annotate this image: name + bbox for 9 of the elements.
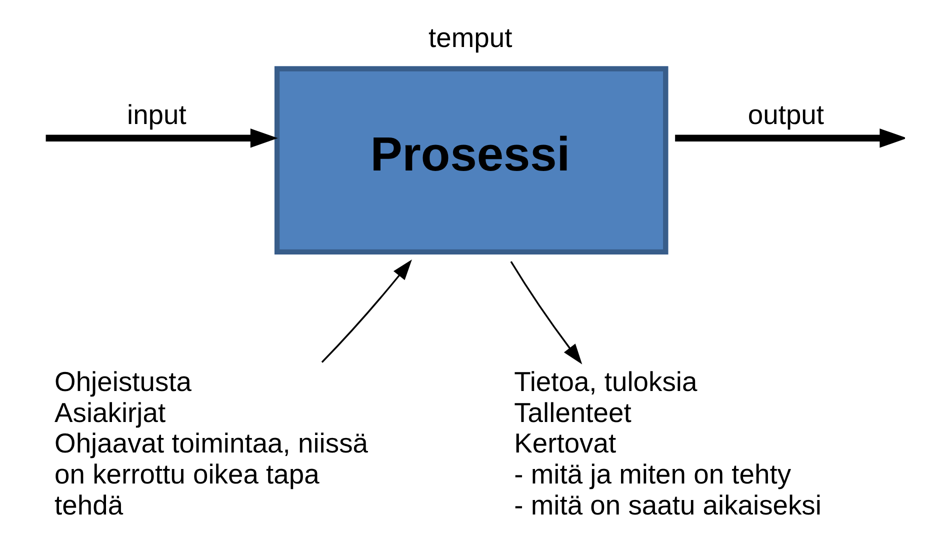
arrow: [46, 128, 278, 148]
edge-label: output: [748, 99, 824, 130]
node-text: Ohjeistusta Asiakirjat Ohjaavat toimintaa, niissä on kerrottu oikea tapa tehdä: [54, 366, 368, 520]
edge-label: input: [127, 99, 186, 130]
arrow: [510, 261, 582, 364]
arrow: [321, 260, 412, 363]
node-label: temput: [428, 22, 512, 54]
node-text: Tietoa, tuloksia Tallenteet Kertovat - mitä ja miten on tehty - mitä on saatu aikaiseksi: [514, 366, 822, 520]
arrow: [675, 128, 905, 148]
